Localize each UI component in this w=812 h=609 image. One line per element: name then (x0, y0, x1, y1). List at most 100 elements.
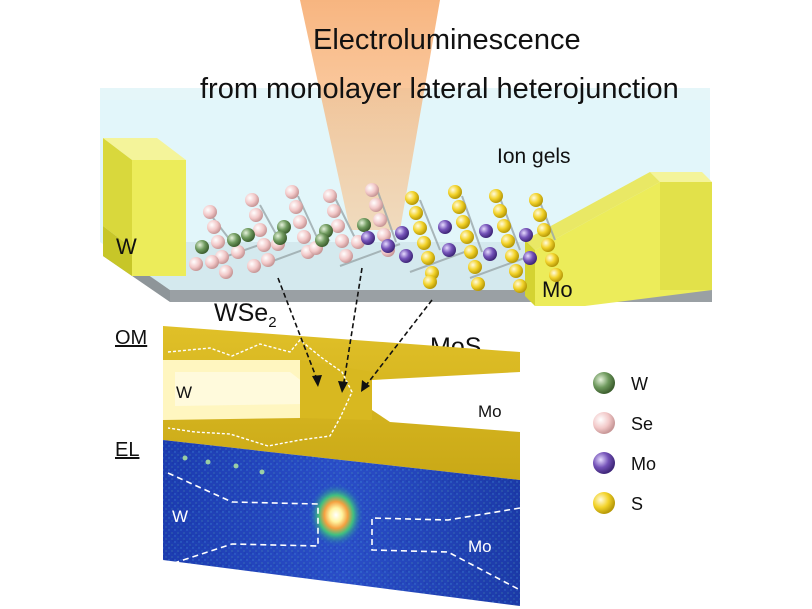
el-tag: EL (115, 439, 139, 461)
atom-se (335, 234, 349, 248)
atom-s (405, 191, 419, 205)
atom-w (241, 228, 255, 242)
atom-mo (519, 228, 533, 242)
atom-se (327, 204, 341, 218)
atom-se (369, 198, 383, 212)
left-electrode-label: W (116, 234, 137, 259)
pointer-arrows (277, 267, 433, 389)
atom-se (289, 200, 303, 214)
atom-s (537, 223, 551, 237)
atom-se (285, 185, 299, 199)
legend-label-s: S (631, 494, 643, 514)
wse2-label: WSe2 (214, 299, 277, 331)
atom-se (261, 253, 275, 267)
atom-s (541, 238, 555, 252)
atom-s (529, 193, 543, 207)
el-emission-spot (308, 483, 364, 547)
atom-se (249, 208, 263, 222)
el-electrode-outlines (167, 472, 521, 591)
atom-mo (361, 231, 375, 245)
atom-se (293, 215, 307, 229)
legend-swatch-s (593, 492, 615, 514)
atom-s (471, 277, 485, 291)
atom-mo (395, 226, 409, 240)
atom-s (464, 245, 478, 259)
atom-s (423, 275, 437, 289)
el-right-label: Mo (468, 537, 492, 556)
legend-label-se: Se (631, 414, 653, 434)
atom-se (231, 245, 245, 259)
atom-s (413, 221, 427, 235)
arrow-interface (342, 267, 363, 389)
atom-s (497, 219, 511, 233)
atom-w (315, 233, 329, 247)
om-tag: OM (115, 327, 147, 349)
legend-label-mo: Mo (631, 454, 656, 474)
om-panel: W Mo (163, 326, 520, 480)
om-right-electrode (372, 372, 520, 432)
ion-gels-label: Ion gels (497, 145, 571, 168)
title-line-1: Electroluminescence (313, 24, 581, 56)
atom-s (505, 249, 519, 263)
atom-w (357, 218, 371, 232)
atom-s (513, 279, 527, 293)
el-panel: W Mo (163, 440, 521, 606)
atom-se (365, 183, 379, 197)
atom-s (409, 206, 423, 220)
emission-light-cone (300, 0, 440, 230)
atom-s (533, 208, 547, 222)
atom-s (460, 230, 474, 244)
atom-s (417, 236, 431, 250)
atom-mo (483, 247, 497, 261)
atom-se (257, 238, 271, 252)
atom-mo (399, 249, 413, 263)
atom-s (456, 215, 470, 229)
atom-se (245, 193, 259, 207)
atom-mo (381, 239, 395, 253)
atom-se (219, 265, 233, 279)
atom-se (247, 259, 261, 273)
atom-w (227, 233, 241, 247)
atom-se (203, 205, 217, 219)
device-schematic: W Mo Ion gels (100, 0, 712, 306)
legend-swatch-w (593, 372, 615, 394)
atom-se (297, 230, 311, 244)
atom-mo (438, 220, 452, 234)
atom-se (323, 189, 337, 203)
legend-swatch-se (593, 412, 615, 434)
atom-s (501, 234, 515, 248)
atom-se (253, 223, 267, 237)
om-channel (300, 360, 372, 420)
legend-label-w: W (631, 374, 648, 394)
atom-w (277, 220, 291, 234)
atom-s (468, 260, 482, 274)
atom-se (331, 219, 345, 233)
arrow-heads (312, 375, 370, 393)
atom-s (452, 200, 466, 214)
om-left-label: W (176, 383, 192, 402)
atom-mo (479, 224, 493, 238)
atom-s (448, 185, 462, 199)
atom-s (421, 251, 435, 265)
title-line-2: from monolayer lateral heterojunction (200, 73, 679, 105)
atom-se (207, 220, 221, 234)
el-edge-spots (182, 455, 265, 475)
atom-w (195, 240, 209, 254)
atom-se (377, 228, 391, 242)
atom-se (373, 213, 387, 227)
atom-w (273, 231, 287, 245)
atom-mo (523, 251, 537, 265)
arrow-wse2 (277, 277, 319, 383)
atom-se (211, 235, 225, 249)
atom-mo (442, 243, 456, 257)
lattice-atoms (189, 183, 563, 293)
atom-s (549, 268, 563, 282)
right-electrode (525, 172, 712, 306)
left-electrode (103, 138, 186, 276)
atom-s (509, 264, 523, 278)
atom-s (545, 253, 559, 267)
atom-se (189, 257, 203, 271)
atom-se (339, 249, 353, 263)
